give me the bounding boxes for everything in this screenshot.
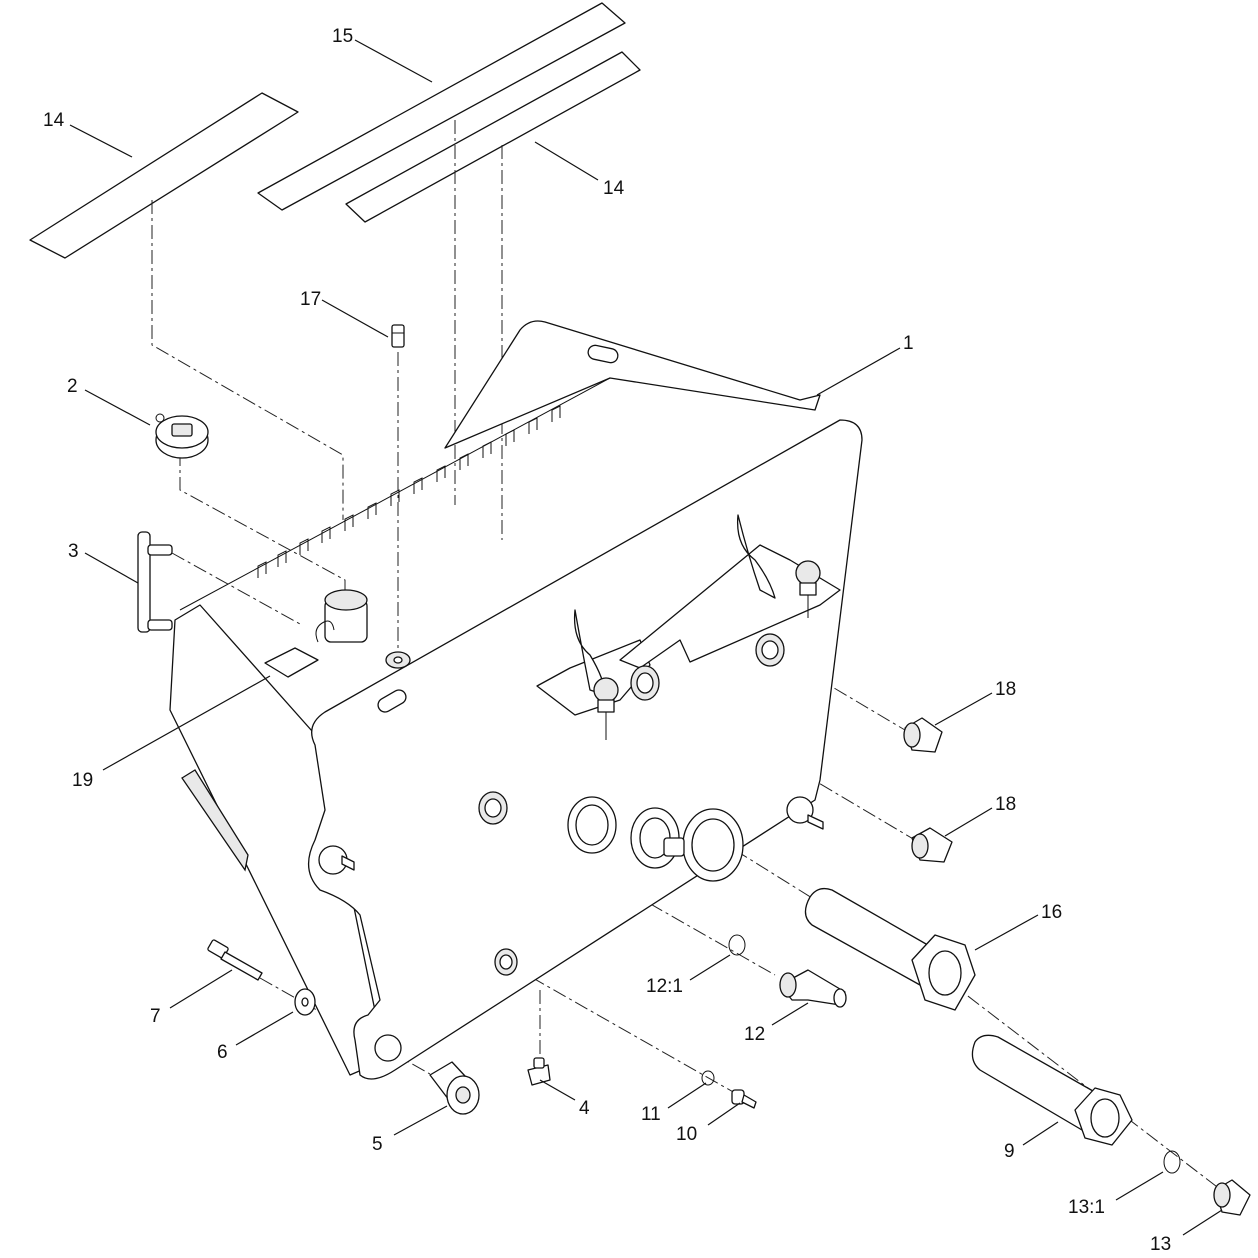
comb-teeth — [257, 405, 561, 578]
part-17-breather — [391, 324, 405, 348]
callout-9: 9 — [1004, 1141, 1015, 1162]
part-10-sensor — [731, 1089, 757, 1109]
callout-12-1: 12:1 — [646, 976, 683, 997]
callout-16: 16 — [1041, 902, 1062, 923]
callout-2: 2 — [67, 376, 78, 397]
callout-13: 13 — [1150, 1234, 1171, 1255]
callout-10: 10 — [676, 1124, 697, 1145]
callout-5: 5 — [372, 1134, 383, 1155]
part-11-oring — [701, 1070, 715, 1086]
part-2-cap — [155, 413, 209, 459]
callout-7: 7 — [150, 1006, 161, 1027]
part-6-washer — [294, 988, 316, 1016]
callout-18-upper: 18 — [995, 679, 1016, 700]
callout-labels: 14 15 14 17 1 2 3 19 18 18 16 7 6 5 4 11… — [43, 26, 1171, 1255]
vent-fitting-hole — [393, 656, 403, 664]
part-18-lower-fitting — [911, 827, 953, 863]
part-4-drain-plug — [527, 1057, 551, 1086]
filler-neck — [315, 589, 368, 643]
part-18-upper-fitting — [903, 717, 943, 753]
callout-17: 17 — [300, 289, 321, 310]
callout-11: 11 — [641, 1104, 661, 1125]
callout-14-right: 14 — [603, 178, 625, 199]
callout-14-left: 14 — [43, 110, 65, 131]
decal-15 — [257, 2, 626, 211]
callout-4: 4 — [579, 1098, 590, 1119]
part-9-suction-tube — [971, 1034, 1133, 1146]
part-7-bolt — [207, 939, 263, 981]
mount-bracket-upper — [619, 514, 841, 669]
part-16-filter-tube — [804, 887, 976, 1011]
part-5-bumper — [429, 1061, 480, 1115]
decal-14-left — [29, 92, 299, 259]
callout-3: 3 — [68, 541, 79, 562]
callout-13-1: 13:1 — [1068, 1197, 1105, 1218]
plate-grommets — [478, 633, 785, 976]
part-13-1-oring — [1163, 1150, 1181, 1174]
callout-19: 19 — [72, 770, 93, 791]
part-13-fitting — [1213, 1179, 1251, 1216]
callout-6: 6 — [217, 1042, 228, 1063]
leader-lines — [69, 39, 1223, 1236]
callout-18-lower: 18 — [995, 794, 1016, 815]
part-12-1-oring — [728, 934, 746, 956]
callout-12: 12 — [744, 1024, 765, 1045]
decal-14-right — [345, 51, 641, 223]
part-12-nipple — [779, 969, 847, 1008]
callout-1: 1 — [903, 333, 914, 354]
part-3-bracket-pin — [137, 531, 173, 633]
callout-15: 15 — [332, 26, 353, 47]
label-pad-19 — [264, 647, 319, 678]
